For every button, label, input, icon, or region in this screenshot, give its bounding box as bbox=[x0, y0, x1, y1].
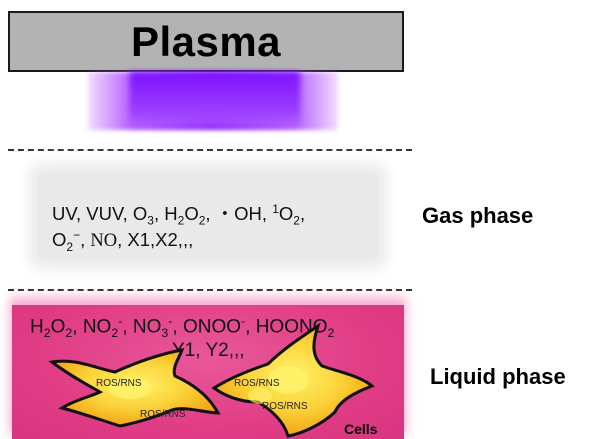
liquid-species-line-2: Y1, Y2,,, bbox=[172, 340, 245, 361]
ros-rns-label-3: ROS/RNS bbox=[234, 378, 280, 389]
gas-phase-box bbox=[38, 172, 378, 260]
ros-rns-label-4: ROS/RNS bbox=[262, 401, 308, 412]
gas-phase-label: Gas phase bbox=[422, 203, 534, 228]
gas-species-line-1: UV, VUV, O3, H2O2, ・OH, 1O2, bbox=[52, 201, 306, 228]
ros-rns-label-2: ROS/RNS bbox=[140, 409, 186, 420]
gas-species-line-2: O2−, NO, X1,X2,,, bbox=[52, 228, 194, 254]
plasma-glow-core bbox=[130, 72, 300, 126]
plasma-source-box: Plasma bbox=[8, 11, 404, 72]
plasma-label: Plasma bbox=[130, 17, 282, 65]
cells-label: Cells bbox=[344, 421, 378, 437]
ros-rns-label-1: ROS/RNS bbox=[96, 378, 142, 389]
liquid-phase-label: Liquid phase bbox=[430, 364, 566, 389]
divider-gas-liquid bbox=[8, 289, 412, 291]
liquid-species-line-1: H2O2, NO2-, NO3-, ONOO-, HOONO2 bbox=[30, 314, 335, 341]
divider-plasma-gas bbox=[8, 149, 412, 151]
